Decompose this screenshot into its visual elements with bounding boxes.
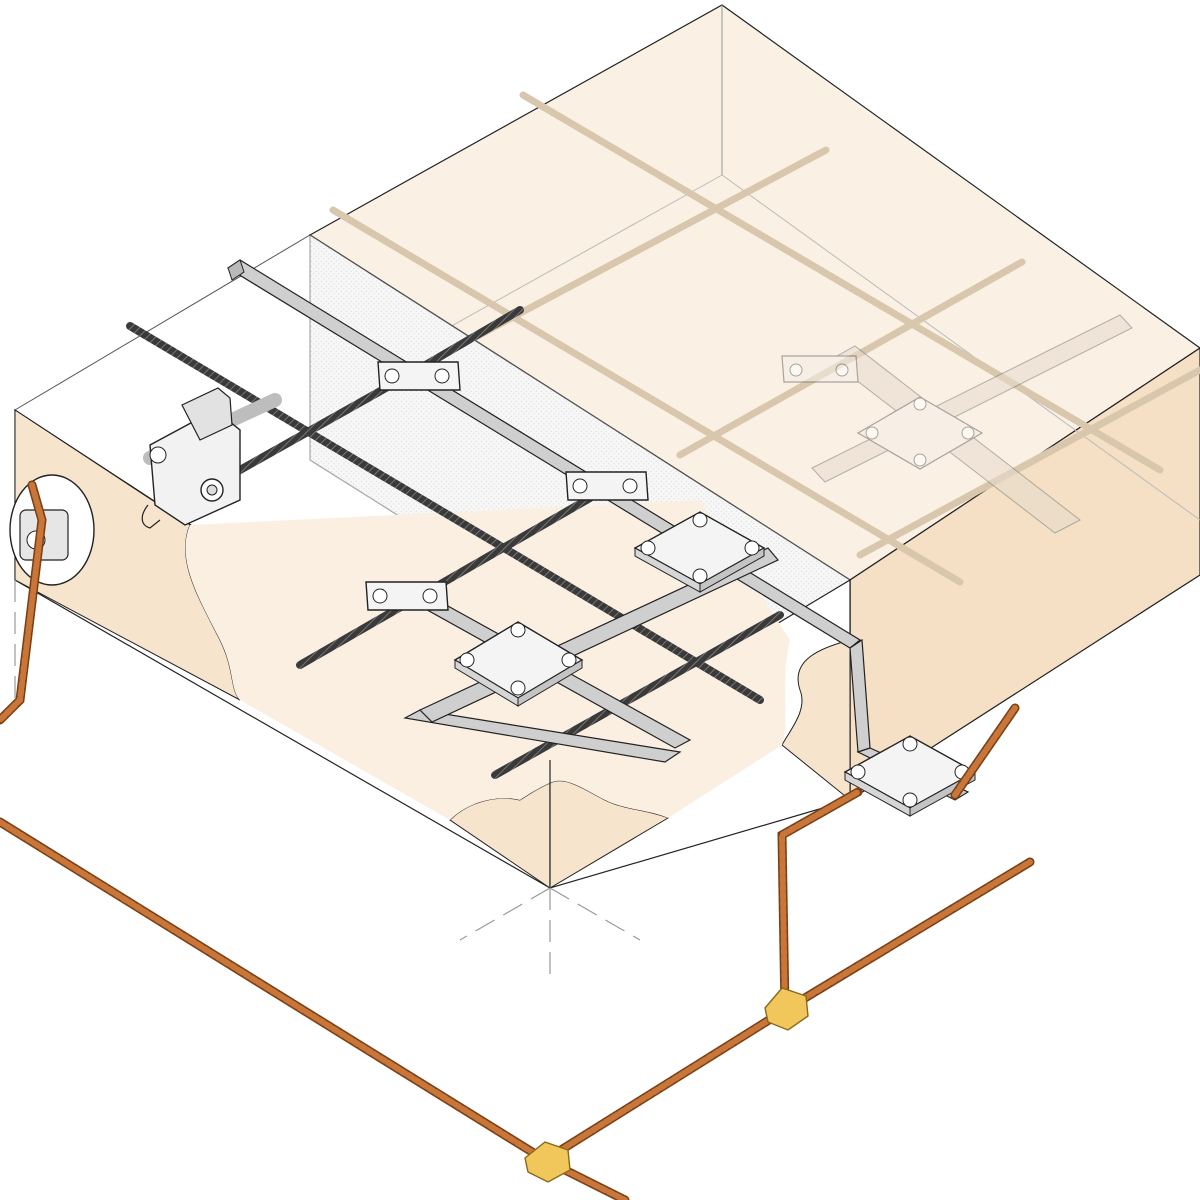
bolt xyxy=(510,622,526,638)
steel-strip xyxy=(403,709,682,763)
center-lines xyxy=(14,580,641,980)
bolt xyxy=(510,680,526,696)
bolt xyxy=(640,540,656,556)
hidden-edge xyxy=(721,174,1200,521)
bolt xyxy=(434,368,450,384)
bolt xyxy=(850,764,866,780)
bolt xyxy=(372,588,388,604)
bolt xyxy=(572,478,588,494)
bolt xyxy=(384,368,400,384)
bolt xyxy=(149,446,167,464)
rebar-clamp xyxy=(377,361,461,391)
concrete-slab-front xyxy=(14,234,851,890)
t-connector xyxy=(764,987,809,1031)
ghost-cross-clamp xyxy=(856,396,984,470)
cross-clamp xyxy=(633,511,766,593)
t-connector-icon xyxy=(524,1141,571,1183)
rebar xyxy=(491,611,784,779)
rod-clamp xyxy=(141,387,282,529)
bolt xyxy=(422,588,438,604)
rebar-clamp xyxy=(565,471,649,501)
t-connector xyxy=(524,1141,571,1183)
bolt xyxy=(902,792,918,808)
ghost-strip-assembly xyxy=(781,314,1133,534)
rebar xyxy=(236,376,404,474)
cutaway-right-edge xyxy=(781,639,851,802)
t-connector-icon xyxy=(764,987,809,1031)
rebar xyxy=(126,322,764,704)
bolt xyxy=(692,568,708,584)
bolt xyxy=(744,540,760,556)
wall-feedthrough xyxy=(9,474,95,586)
rebar-clamp xyxy=(365,581,449,611)
bolt xyxy=(561,652,577,668)
bolt xyxy=(459,652,475,668)
bolt xyxy=(692,512,708,528)
bolt xyxy=(902,736,918,752)
bolt xyxy=(622,478,638,494)
steel-strip xyxy=(227,259,245,281)
cross-clamp xyxy=(453,621,584,707)
